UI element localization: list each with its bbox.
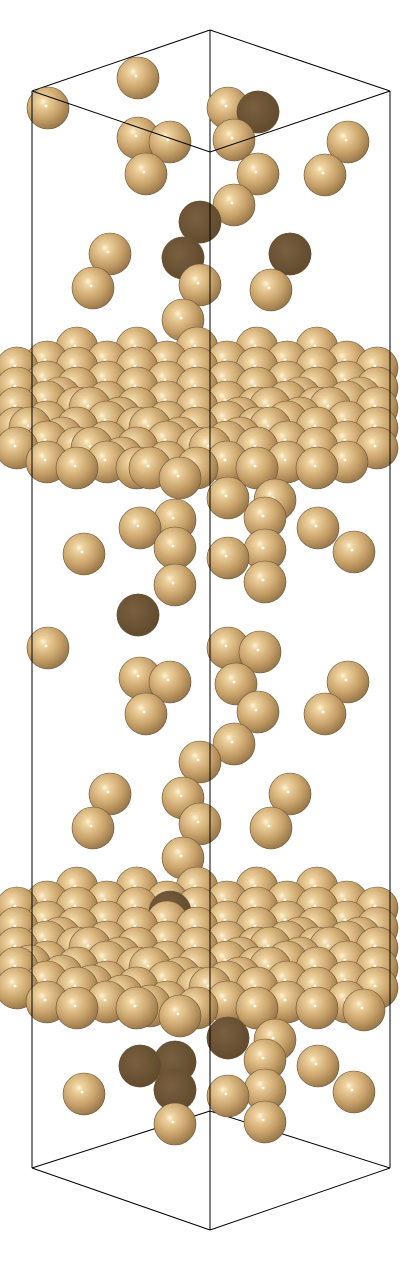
atom (236, 690, 280, 734)
atom (71, 806, 115, 850)
atom (212, 183, 256, 227)
atom (249, 268, 293, 312)
atom-shaded (178, 200, 222, 244)
atom (206, 536, 250, 580)
atom (295, 446, 339, 490)
atom (115, 986, 159, 1030)
atom (296, 1044, 340, 1088)
atom (296, 506, 340, 550)
atom-shaded (118, 1044, 162, 1088)
atom (332, 530, 376, 574)
atom (206, 1074, 250, 1118)
atom (124, 692, 168, 736)
atom (235, 986, 279, 1030)
atom (332, 1070, 376, 1114)
atom (342, 988, 386, 1032)
atom-shaded (206, 1016, 250, 1060)
atom (158, 994, 202, 1038)
atom (303, 153, 347, 197)
atom (116, 56, 160, 100)
atom-shaded (236, 90, 280, 134)
atom (238, 630, 282, 674)
atom (206, 476, 250, 520)
atom (88, 232, 132, 276)
atom (153, 563, 197, 607)
atom (212, 118, 256, 162)
atom (148, 660, 192, 704)
atom (55, 446, 99, 490)
atom (236, 152, 280, 196)
atom (243, 560, 287, 604)
atom (158, 456, 202, 500)
atom (26, 86, 70, 130)
atom (243, 1100, 287, 1144)
atom (295, 986, 339, 1030)
atom (303, 692, 347, 736)
atom-shaded (268, 232, 312, 276)
atom (148, 120, 192, 164)
atom-shaded (116, 593, 160, 637)
atom (55, 986, 99, 1030)
atom (62, 1072, 106, 1116)
atom (26, 626, 70, 670)
atom (71, 266, 115, 310)
atom (326, 120, 370, 164)
atom (326, 660, 370, 704)
atom (62, 532, 106, 576)
atom (124, 152, 168, 196)
atom (118, 506, 162, 550)
atom (178, 740, 222, 784)
atom (88, 772, 132, 816)
atoms-layer (0, 56, 399, 1146)
simulation-cell-front-edges (31, 90, 391, 1231)
atom (212, 722, 256, 766)
atom (153, 1102, 197, 1146)
atom (249, 806, 293, 850)
atom (153, 526, 197, 570)
atom (268, 772, 312, 816)
